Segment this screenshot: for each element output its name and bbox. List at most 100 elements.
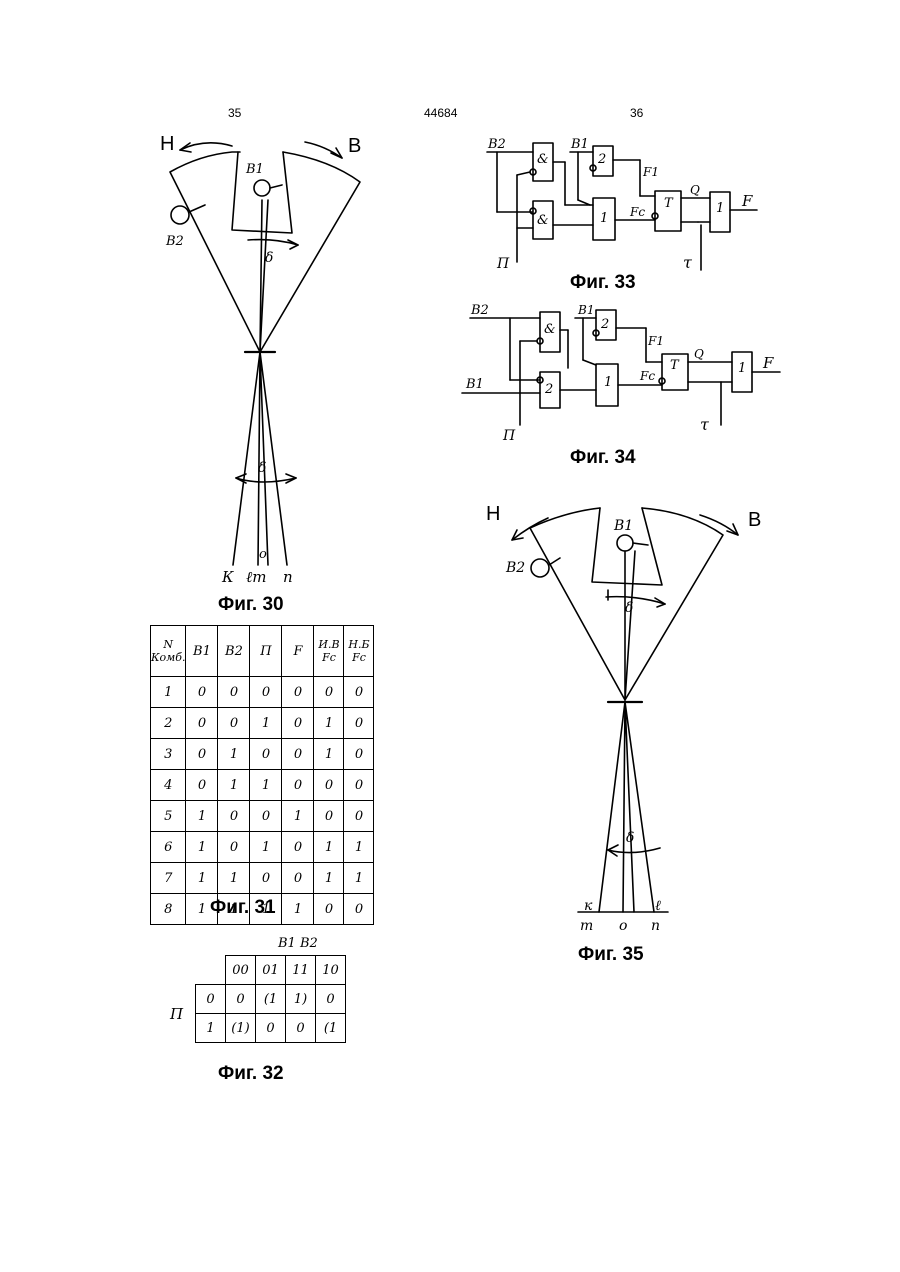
fig33-label-fc: Fc [629,205,645,219]
fig35-circle-b2 [531,559,549,577]
fig30-label-lm: ℓm [246,568,266,586]
fig33-label-or1: 1 [600,211,608,226]
table-cell: 8 [151,894,186,925]
table-cell: 3 [151,739,186,770]
kmap-row: 00(11)0 [196,985,346,1014]
table-cell: 0 [344,677,374,708]
fig35-label-delta-bottom: δ [626,830,634,846]
kmap-cell: 0 [316,985,346,1014]
fig34-label-b2: В2 [470,303,489,318]
kmap-column-header: 00 [226,956,256,985]
fig35-caption: Фиг. 35 [578,944,644,966]
table-row: 2001010 [151,708,374,739]
fig30-label-delta-top: δ [265,250,273,266]
kmap-row-label: 0 [196,985,226,1014]
fig33-label-b1: В1 [570,137,589,152]
fig32-karnaugh-map: 0001111000(11)01(1)00(1 [195,955,346,1043]
fig35-circle-b1 [617,535,633,551]
table-row: 3010010 [151,739,374,770]
fig33-label-p: П [496,256,510,272]
fig33-caption: Фиг. 33 [570,272,636,294]
fig33-label-two: 2 [597,152,606,167]
table-cell: 0 [186,677,218,708]
fig35-label-n: n [651,918,660,934]
fig34-label-b1top: В1 [577,303,594,317]
fig34-label-fc: Fc [639,369,655,383]
fig35-label-o: о [619,918,627,934]
table-cell: 2 [151,708,186,739]
kmap-header-row: 00011110 [196,956,346,985]
table-row: 7110011 [151,863,374,894]
fig35-label-b2: В2 [505,560,525,576]
table-cell: 1 [218,770,250,801]
fig30-label-b: В [348,135,361,157]
fig35-label-m: m [580,918,593,934]
fig33-label-f1: F1 [642,165,659,179]
table-cell: 0 [282,770,314,801]
fig33-label-f: F [741,192,753,210]
table-cell: 0 [314,894,344,925]
table-header-cell: Н.Б Fc [344,626,374,677]
table-cell: 4 [151,770,186,801]
fig31-truth-table: N Комб.В1В2ПFИ.В FcН.Б Fc100000020010103… [150,625,374,925]
table-row: 1000000 [151,677,374,708]
kmap-cell: 0 [256,1014,286,1043]
fig34-label-p: П [502,428,516,444]
fig34-label-t: T [670,358,680,373]
fig34-caption: Фиг. 34 [570,447,636,469]
fig30-label-k: К [221,568,234,586]
table-cell: 0 [218,832,250,863]
fig34-label-two-b: 2 [544,382,553,397]
table-cell: 0 [344,801,374,832]
table-cell: 0 [186,770,218,801]
fig35-label-delta-top: δ [625,600,633,616]
kmap-column-header: 10 [316,956,346,985]
table-cell: 0 [344,739,374,770]
fig32-top-label: В1 В2 [278,936,318,951]
table-cell: 0 [250,801,282,832]
table-cell: 1 [186,863,218,894]
table-cell: 1 [151,677,186,708]
fig33-label-tau: τ [683,253,693,272]
fig33-label-and2: & [537,213,549,228]
table-cell: 0 [250,739,282,770]
table-header-cell: В2 [218,626,250,677]
kmap-cell: 0 [286,1014,316,1043]
table-row: 4011000 [151,770,374,801]
table-cell: 0 [344,894,374,925]
fig30-label-n: n [283,568,293,586]
table-cell: 1 [314,708,344,739]
table-row: 6101011 [151,832,374,863]
fig34-label-or1: 1 [604,375,612,390]
fig30-label-b2: В2 [165,234,184,249]
table-cell: 1 [314,739,344,770]
table-cell: 0 [314,677,344,708]
table-cell: 0 [344,770,374,801]
fig30-label-h: Н [160,133,174,155]
table-cell: 0 [282,863,314,894]
fig34-label-q: Q [694,347,704,361]
fig30-label-b1: В1 [245,162,264,177]
table-cell: 6 [151,832,186,863]
table-header-cell: N Комб. [151,626,186,677]
fig33-label-t: T [664,196,674,211]
table-cell: 1 [250,894,282,925]
table-cell: 0 [186,739,218,770]
kmap-cell: (1 [316,1014,346,1043]
kmap-cell: 0 [226,985,256,1014]
fig30-label-o: о [259,547,267,562]
table-header-cell: И.В Fc [314,626,344,677]
kmap-cell: (1) [226,1014,256,1043]
table-cell: 0 [282,832,314,863]
fig33-label-b2: В2 [487,137,506,152]
fig35-label-b1: В1 [613,518,633,534]
table-cell: 0 [250,677,282,708]
table-cell: 0 [282,677,314,708]
table-cell: 1 [218,739,250,770]
fig33-label-and1: & [537,152,549,167]
kmap-row: 1(1)00(1 [196,1014,346,1043]
fig34-label-and1: & [544,322,556,337]
fig30-drawing [170,142,360,565]
table-cell: 1 [186,832,218,863]
fig30-caption: Фиг. 30 [218,594,284,616]
